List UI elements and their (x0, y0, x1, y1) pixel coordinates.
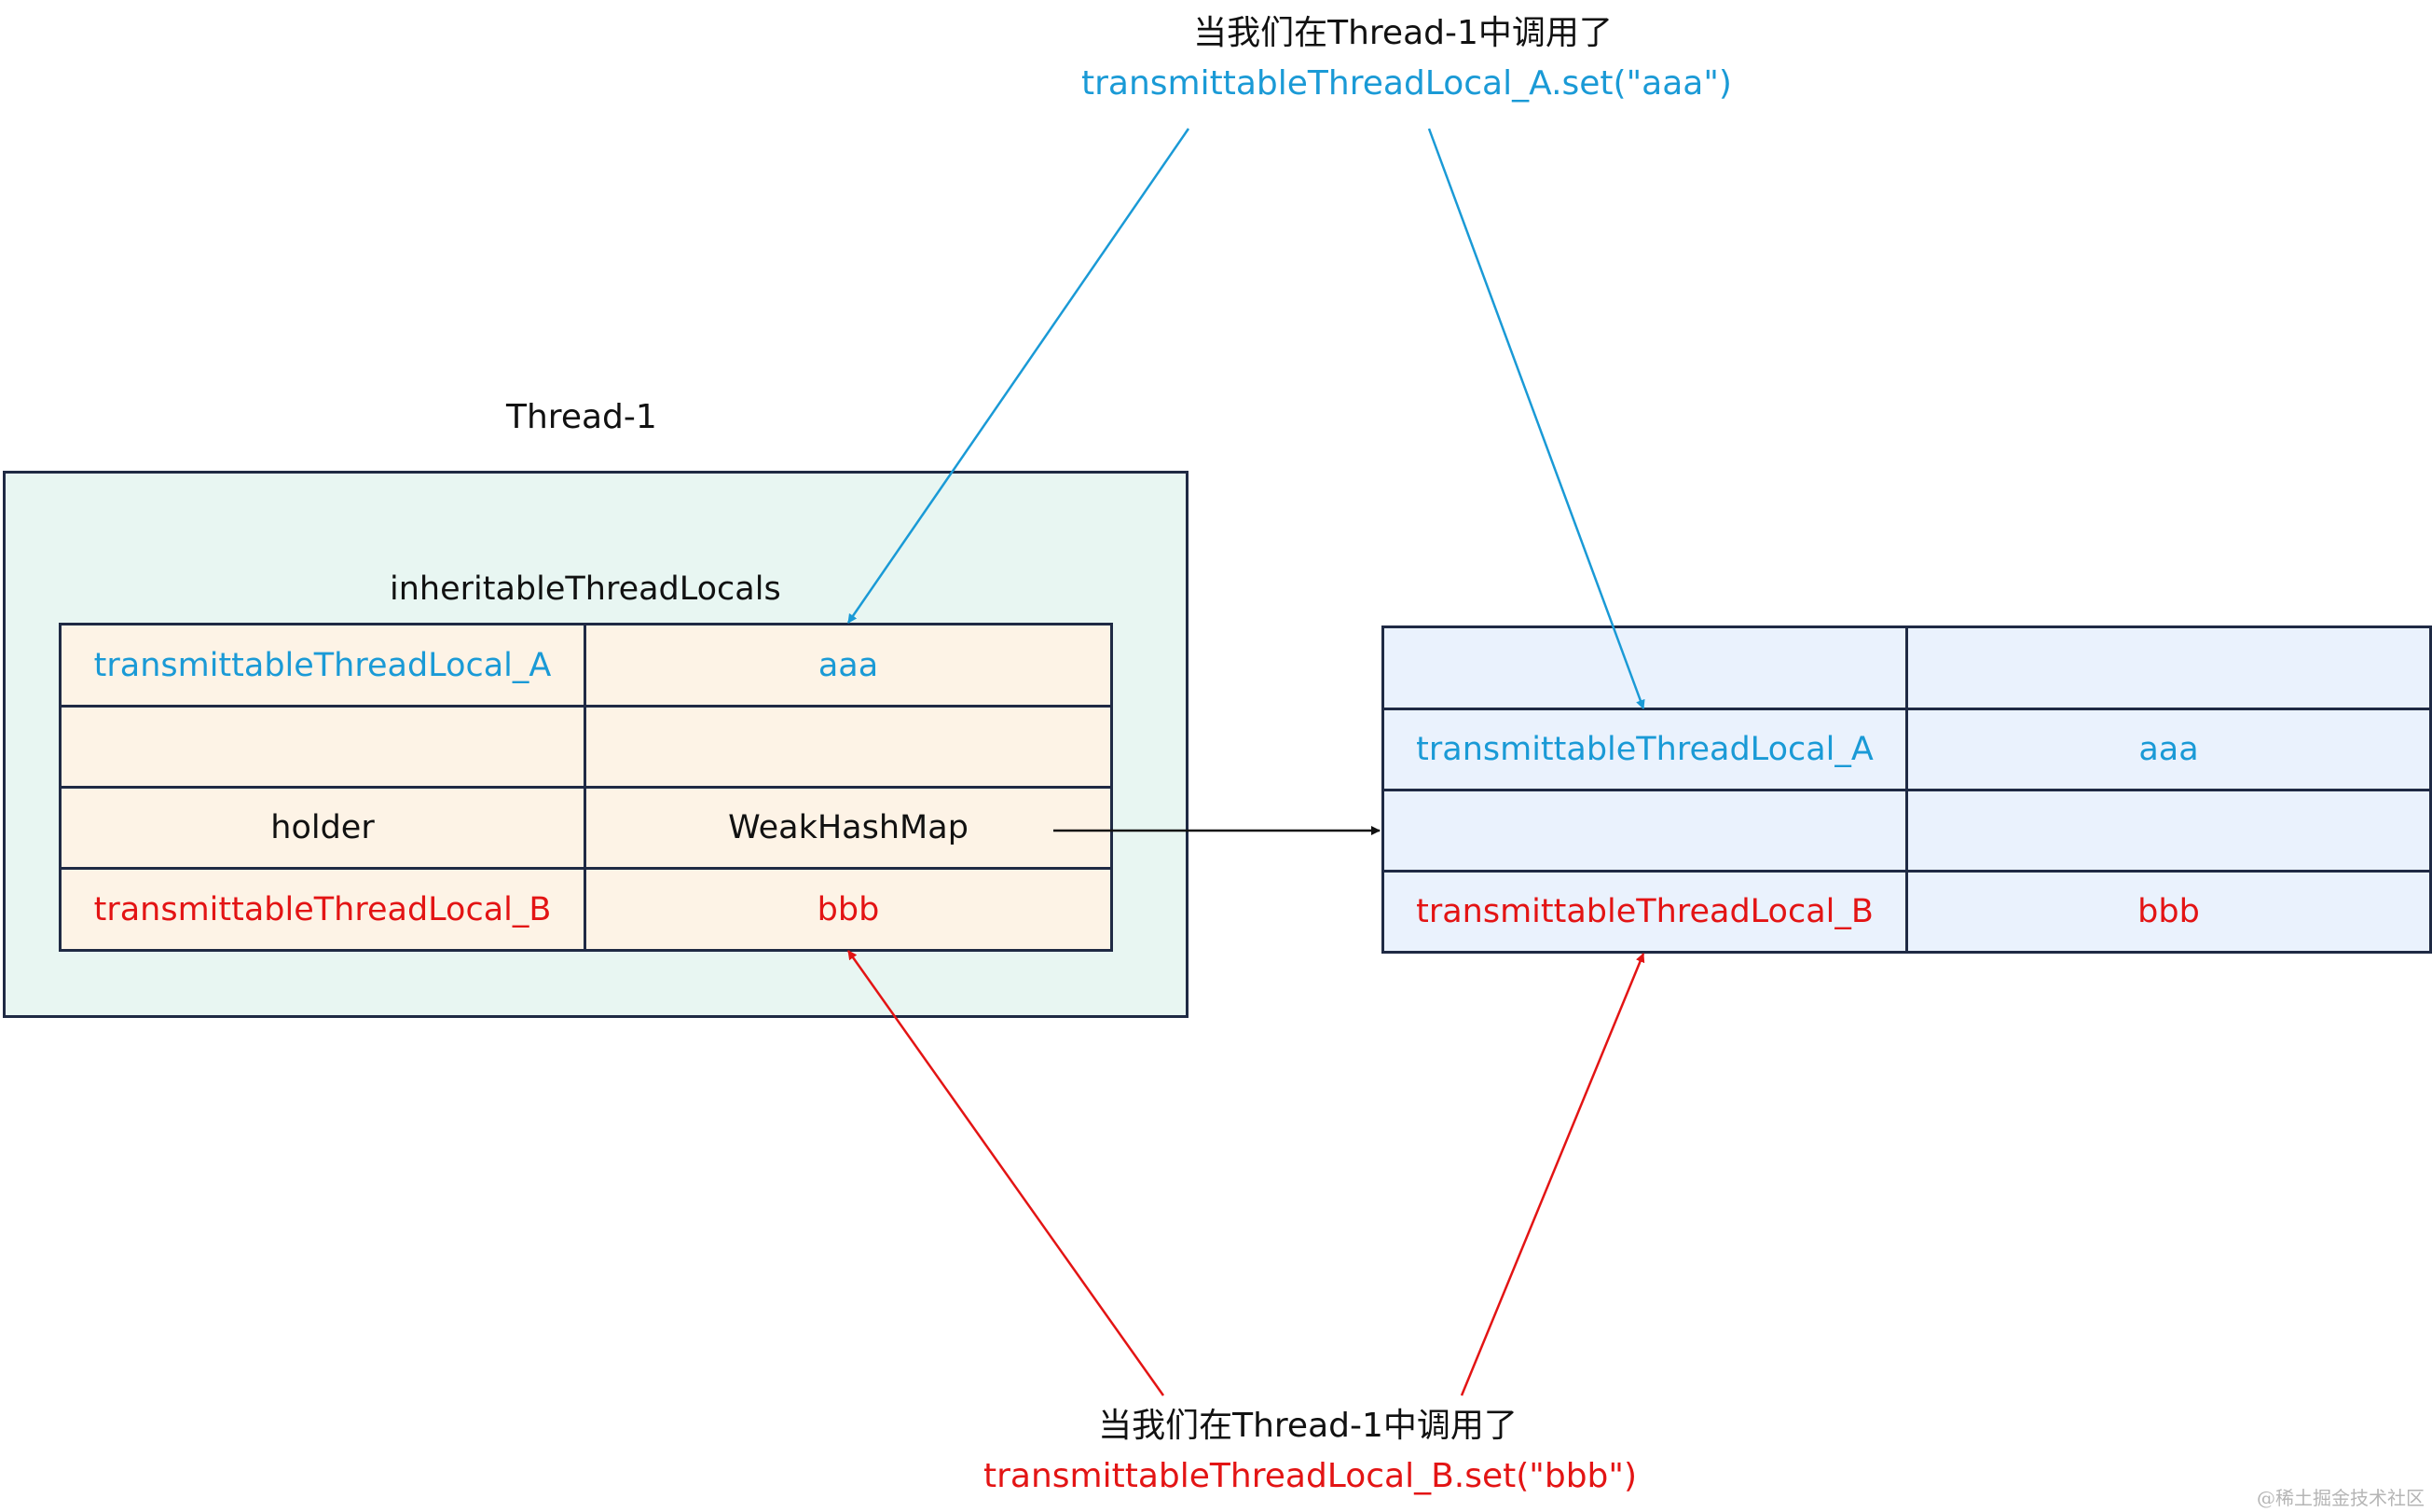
inheritable-thread-locals-label: inheritableThreadLocals (390, 570, 781, 608)
table-row: transmittableThreadLocal_B bbb (59, 867, 1113, 952)
entry-value-a: aaa (584, 623, 1113, 708)
table-row (59, 705, 1113, 789)
top-caption-code: transmittableThreadLocal_A.set("aaa") (1081, 64, 1732, 103)
table-row (1381, 625, 2432, 710)
empty-key-cell (1381, 625, 1908, 710)
whm-value-b: bbb (1905, 870, 2432, 954)
weak-hash-map-table: transmittableThreadLocal_A aaa transmitt… (1381, 625, 2432, 954)
arrow-a-to-inheritable (846, 128, 1190, 624)
empty-key-cell (1381, 789, 1908, 873)
empty-value-cell (584, 705, 1113, 789)
table-row: transmittableThreadLocal_A aaa (1381, 708, 2432, 791)
arrow-b-to-inheritable (846, 950, 1165, 1396)
empty-value-cell (1905, 789, 2432, 873)
top-caption-line1: 当我们在Thread-1中调用了 (1193, 14, 1613, 52)
entry-value-b: bbb (584, 867, 1113, 952)
thread-label: Thread-1 (506, 398, 657, 436)
holder-key: holder (59, 786, 586, 870)
arrow-a-to-weakhashmap (1427, 128, 1645, 709)
table-row (1381, 789, 2432, 873)
inheritable-thread-locals-table: transmittableThreadLocal_A aaa holder We… (59, 623, 1113, 952)
bottom-caption-code: transmittableThreadLocal_B.set("bbb") (983, 1457, 1638, 1495)
table-row: holder WeakHashMap (59, 786, 1113, 870)
arrow-b-to-weakhashmap (1460, 953, 1645, 1396)
empty-value-cell (1905, 625, 2432, 710)
watermark: @稀土掘金技术社区 (2257, 1487, 2425, 1509)
table-row: transmittableThreadLocal_B bbb (1381, 870, 2432, 954)
entry-key-a: transmittableThreadLocal_A (59, 623, 586, 708)
whm-key-a: transmittableThreadLocal_A (1381, 708, 1908, 791)
holder-value: WeakHashMap (584, 786, 1113, 870)
whm-value-a: aaa (1905, 708, 2432, 791)
empty-key-cell (59, 705, 586, 789)
entry-key-b: transmittableThreadLocal_B (59, 867, 586, 952)
whm-key-b: transmittableThreadLocal_B (1381, 870, 1908, 954)
table-row: transmittableThreadLocal_A aaa (59, 623, 1113, 708)
bottom-caption-line1: 当我们在Thread-1中调用了 (1098, 1407, 1518, 1445)
